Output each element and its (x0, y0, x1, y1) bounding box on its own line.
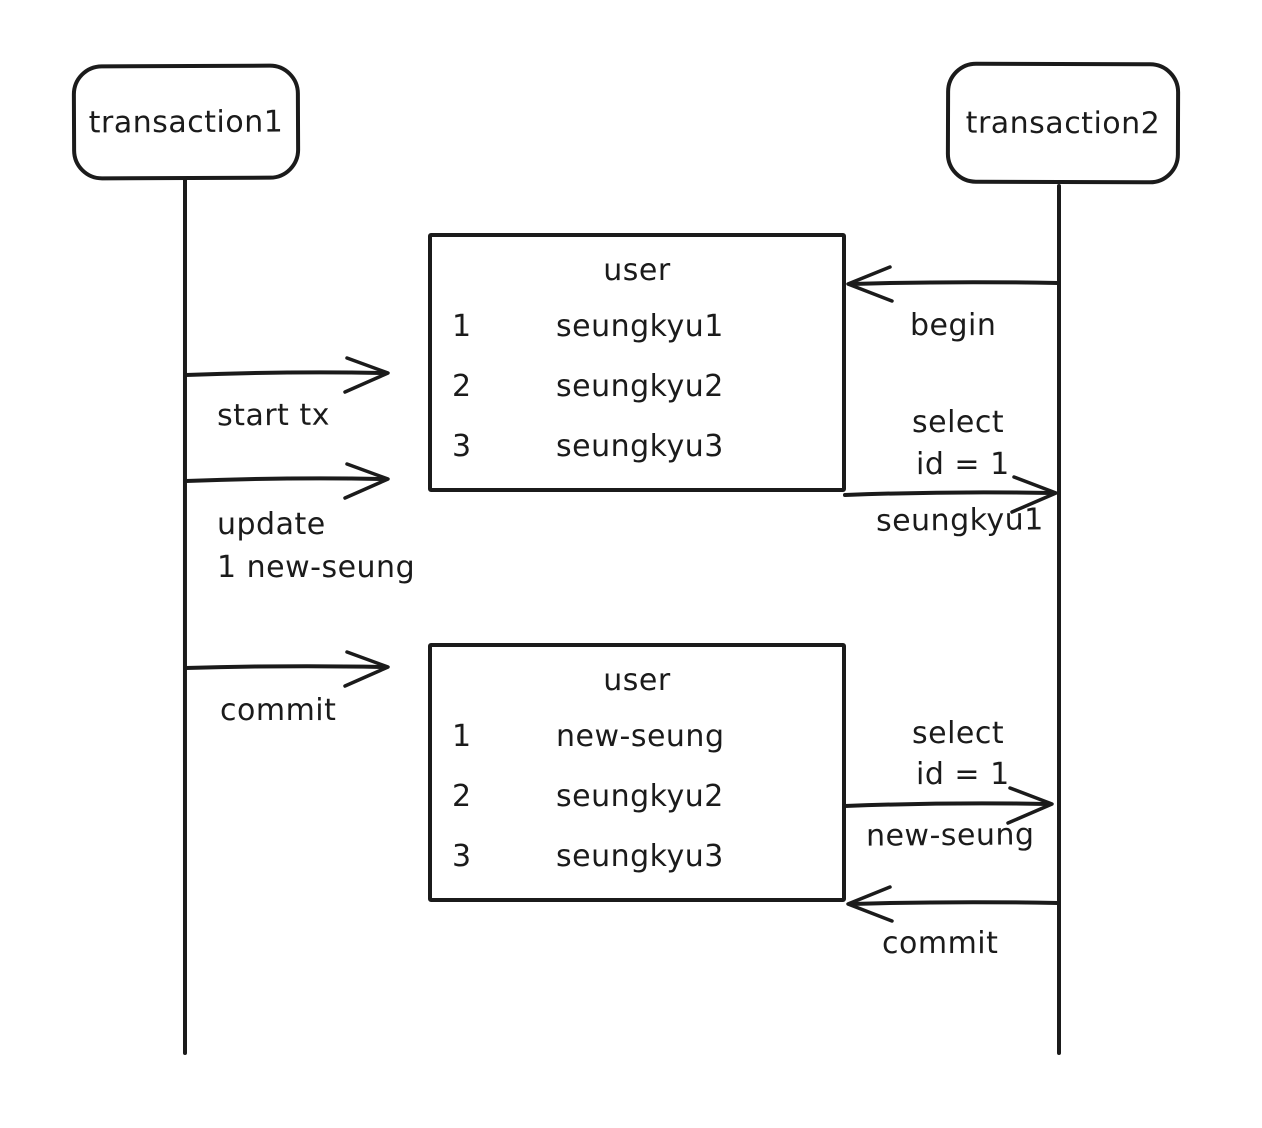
table-row: 1 seungkyu1 (452, 309, 724, 344)
row-id: 2 (452, 369, 472, 404)
arrow-commit-left (184, 650, 390, 688)
label-start-tx: start tx (216, 397, 331, 434)
row-id: 3 (452, 839, 472, 874)
table-title: user (603, 663, 671, 698)
table-row: 3 seungkyu3 (452, 429, 724, 464)
arrow-start-tx (184, 356, 390, 394)
arrow-select-1 (843, 475, 1058, 514)
row-value: seungkyu2 (556, 779, 724, 814)
row-value: seungkyu1 (556, 309, 724, 344)
actor-box-transaction1: transaction1 (71, 63, 301, 181)
actor-label: transaction1 (88, 104, 284, 140)
row-id: 2 (452, 779, 472, 814)
table-title: user (603, 253, 671, 288)
table-row: 2 seungkyu2 (452, 779, 724, 814)
row-id: 1 (452, 309, 472, 344)
label-select1-result: seungkyu1 (875, 502, 1044, 539)
row-id: 3 (452, 429, 472, 464)
arrow-select-2 (843, 786, 1054, 825)
table-row: 3 seungkyu3 (452, 839, 724, 874)
label-select2-line1: select (912, 716, 1005, 751)
row-value: seungkyu3 (556, 429, 724, 464)
label-commit-transaction2: commit (882, 926, 999, 961)
row-value: seungkyu2 (556, 369, 724, 404)
label-commit-transaction1: commit (220, 693, 337, 728)
table-snapshot-1: user 1 seungkyu1 2 seungkyu2 3 seungkyu3 (428, 233, 846, 492)
table-row: 2 seungkyu2 (452, 369, 724, 404)
table-row: 1 new-seung (452, 719, 725, 754)
row-id: 1 (452, 719, 472, 754)
row-value: seungkyu3 (556, 839, 724, 874)
label-select2-line2: id = 1 (916, 757, 1010, 792)
actor-label: transaction2 (965, 105, 1161, 141)
table-snapshot-2: user 1 new-seung 2 seungkyu2 3 seungkyu3 (428, 643, 846, 902)
lifeline-transaction1 (182, 177, 188, 1055)
row-value: new-seung (556, 719, 725, 754)
label-select1-line2: id = 1 (916, 447, 1010, 482)
label-begin: begin (910, 308, 997, 343)
arrow-commit-right (846, 885, 1060, 923)
lifeline-transaction2 (1056, 184, 1062, 1055)
actor-box-transaction2: transaction2 (945, 61, 1181, 185)
arrow-update (184, 462, 390, 500)
label-update-line1: update (217, 507, 326, 542)
arrow-begin (846, 265, 1060, 303)
label-select2-result: new-seung (865, 817, 1035, 854)
label-update-line2: 1 new-seung (217, 550, 416, 585)
label-select1-line1: select (912, 405, 1005, 440)
